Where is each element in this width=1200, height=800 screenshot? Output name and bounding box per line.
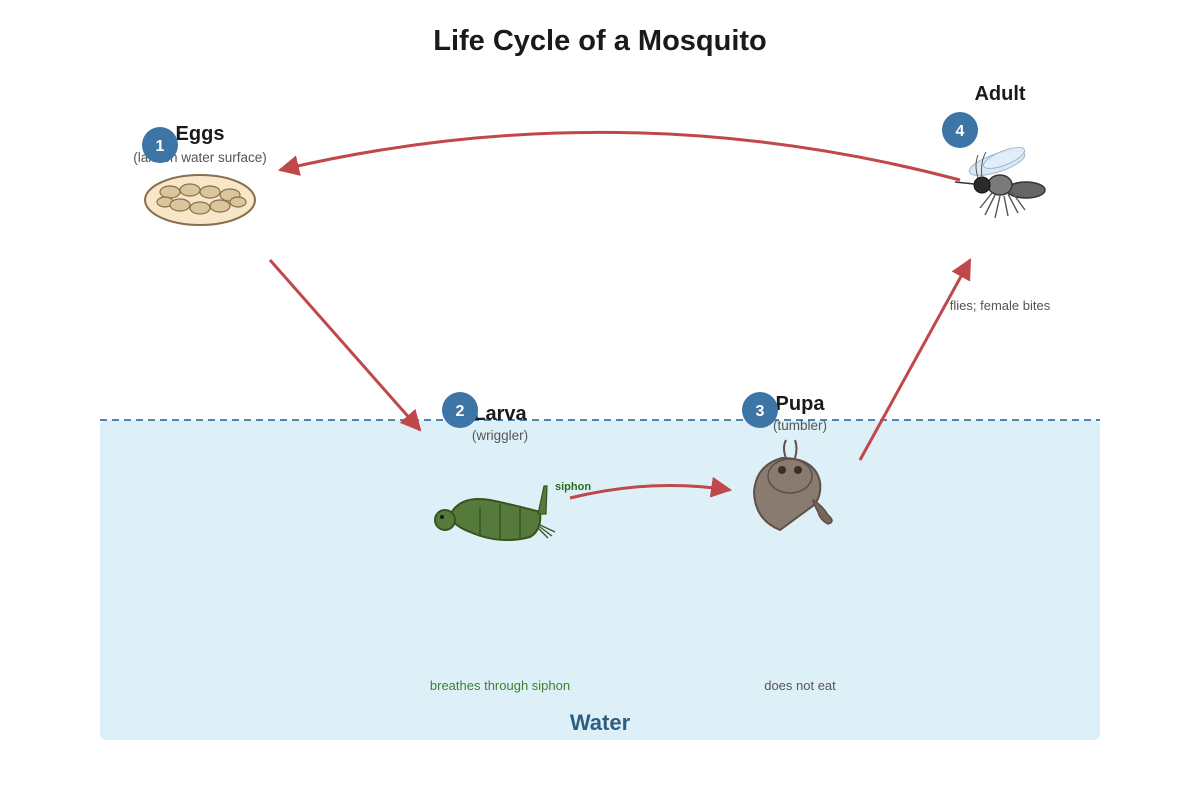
arrow-eggs-to-larva bbox=[268, 259, 422, 432]
arrow-pupa-to-adult bbox=[858, 258, 972, 461]
stage-eggs-name: Eggs bbox=[176, 123, 225, 145]
stage-adult-name: Adult bbox=[974, 83, 1025, 105]
stage-pupa-name: Pupa bbox=[776, 393, 826, 415]
larva-note: breathes through siphon bbox=[430, 678, 570, 693]
stage-adult-badge: 4 bbox=[942, 112, 978, 148]
stage-pupa-subtitle: (tumbler) bbox=[773, 418, 827, 433]
stage-eggs-badge: 1 bbox=[142, 127, 178, 163]
stage-larva-name: Larva bbox=[473, 403, 527, 425]
pupa-icon bbox=[752, 439, 833, 532]
stage-larva-subtitle: (wriggler) bbox=[472, 428, 528, 443]
egg-raft-icon bbox=[144, 174, 256, 226]
water-region bbox=[100, 420, 1100, 740]
stage-larva-badge: 2 bbox=[442, 392, 478, 428]
diagram-title: Life Cycle of a Mosquito bbox=[433, 25, 767, 57]
stage-eggs: Eggs (laid on water surface) 1 bbox=[133, 123, 267, 226]
stage-eggs-number: 1 bbox=[156, 138, 165, 155]
water-label: Water bbox=[570, 710, 631, 735]
stage-pupa-number: 3 bbox=[756, 403, 765, 420]
larva-icon bbox=[434, 485, 556, 542]
stage-larva-number: 2 bbox=[456, 403, 465, 420]
stage-pupa-badge: 3 bbox=[742, 392, 778, 428]
mosquito-icon bbox=[954, 147, 1046, 219]
stage-adult-number: 4 bbox=[956, 123, 965, 140]
siphon-label: siphon bbox=[555, 481, 591, 493]
stage-pupa: Pupa (tumbler) 3 does not eat bbox=[742, 392, 836, 693]
stage-larva: Larva (wriggler) siphon 2 breathes throu… bbox=[430, 392, 591, 693]
stage-adult: Adult 4 flies; female bites bbox=[942, 83, 1051, 313]
arrow-adult-to-eggs bbox=[277, 130, 961, 182]
adult-note: flies; female bites bbox=[950, 298, 1051, 313]
arrow-larva-to-pupa bbox=[569, 476, 733, 500]
pupa-note: does not eat bbox=[764, 678, 836, 693]
